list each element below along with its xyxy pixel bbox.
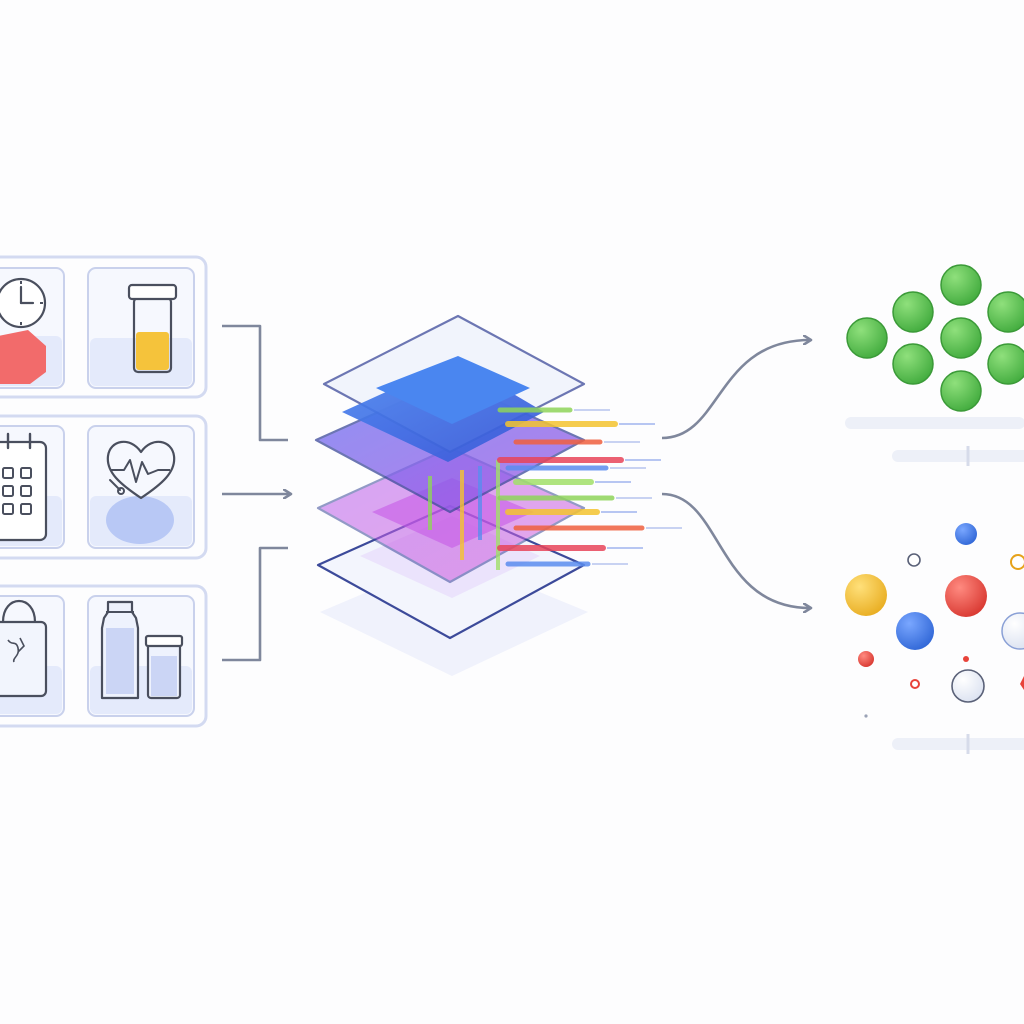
panel-frame (0, 255, 208, 399)
cluster-baseline (845, 417, 1024, 429)
scatter-dot (896, 612, 934, 650)
scatter-dot (907, 553, 921, 567)
cluster-dot (940, 317, 982, 359)
input-card-bag (0, 595, 65, 717)
input-card-heartbeat (87, 425, 195, 549)
output-arrow-bottom (661, 492, 810, 608)
output-scattered-group (845, 523, 1024, 754)
scatter-baseline (892, 738, 1024, 750)
scatter-dot (1020, 676, 1024, 690)
scatter-dot (1001, 612, 1024, 650)
input-card-test-tube (87, 267, 195, 389)
scatter-dot (951, 669, 985, 703)
output-clustered-group (845, 264, 1024, 466)
input-card-bottles (87, 595, 195, 717)
cluster-dot (987, 291, 1024, 333)
bag-icon (0, 599, 48, 698)
scatter-dot (963, 656, 969, 662)
clock-icon (0, 277, 47, 329)
test-tube-icon (127, 283, 178, 374)
cluster-dot (892, 291, 934, 333)
scatter-dot (955, 523, 977, 545)
feature-bars (497, 407, 682, 567)
scatter-dot (858, 651, 874, 667)
connector-line-top (222, 324, 288, 442)
scatter-dot (945, 575, 987, 617)
output-arrow-top (661, 340, 810, 440)
model-layer-stack (314, 314, 682, 676)
cluster-dot (940, 264, 982, 306)
input-card-clock (0, 267, 65, 389)
input-panel (0, 255, 208, 728)
cluster-dot (892, 343, 934, 385)
output-connectors (661, 340, 810, 608)
scatter-dot (864, 714, 868, 718)
cluster-dot (846, 317, 888, 359)
clock-fill-shape (0, 330, 46, 384)
cluster-dot (987, 343, 1024, 385)
connector-line-bottom (222, 546, 288, 662)
cluster-baseline (892, 450, 1024, 462)
heartbeat-icon (106, 440, 176, 500)
bottles-icon (100, 600, 184, 700)
scatter-dot (1010, 554, 1024, 570)
layer-connectors (428, 460, 500, 570)
model-layer-top (322, 314, 586, 462)
panel-frame (0, 584, 208, 728)
panel-frame (0, 414, 208, 560)
calendar-icon (0, 432, 48, 542)
input-card-calendar (0, 425, 65, 549)
scatter-dot (845, 574, 887, 616)
scatter-dot (910, 679, 920, 689)
cluster-dot (940, 370, 982, 412)
input-connectors (222, 324, 290, 662)
